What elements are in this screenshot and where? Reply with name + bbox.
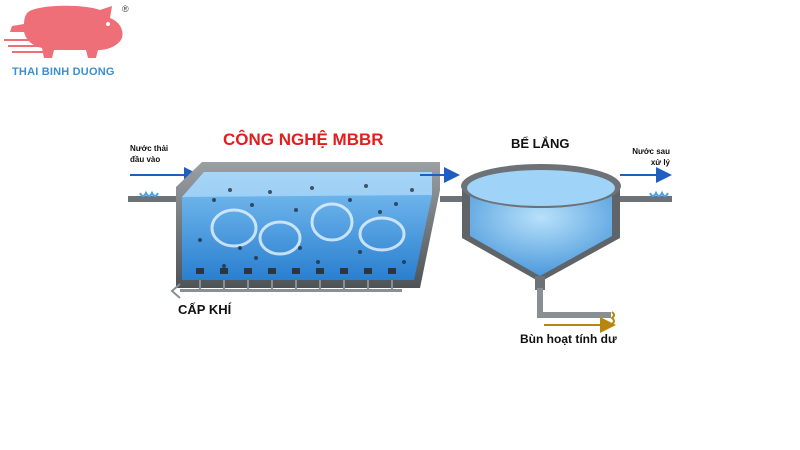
inflow-label: Nước thải đầu vào xyxy=(130,143,168,165)
inflow-label-line: Nước thải xyxy=(130,144,169,153)
pig-logo-icon xyxy=(4,5,123,59)
inflow-label-line: đầu vào xyxy=(130,155,161,164)
inflow-pipe xyxy=(128,190,176,202)
sludge-label: Bùn hoạt tính dư xyxy=(520,332,617,346)
outflow-pipe xyxy=(620,196,672,202)
mbbr-tank xyxy=(176,162,440,288)
sludge-pipe xyxy=(537,288,615,325)
outflow-label: Nước sau xử lý xyxy=(606,146,670,168)
registered-mark: ® xyxy=(122,4,129,14)
outflow-spray xyxy=(649,190,669,197)
settling-tank xyxy=(461,164,621,290)
air-supply-label: CẤP KHÍ xyxy=(178,302,232,317)
brand-name: THAI BINH DUONG xyxy=(12,66,115,78)
air-supply-manifold xyxy=(170,280,402,299)
outflow-label-line: xử lý xyxy=(650,158,670,167)
diagram-title: CÔNG NGHỆ MBBR xyxy=(223,130,384,149)
settling-tank-label: BỂ LẮNG xyxy=(511,136,570,151)
transfer-pipe xyxy=(440,196,464,202)
outflow-label-line: Nước sau xyxy=(632,147,670,156)
